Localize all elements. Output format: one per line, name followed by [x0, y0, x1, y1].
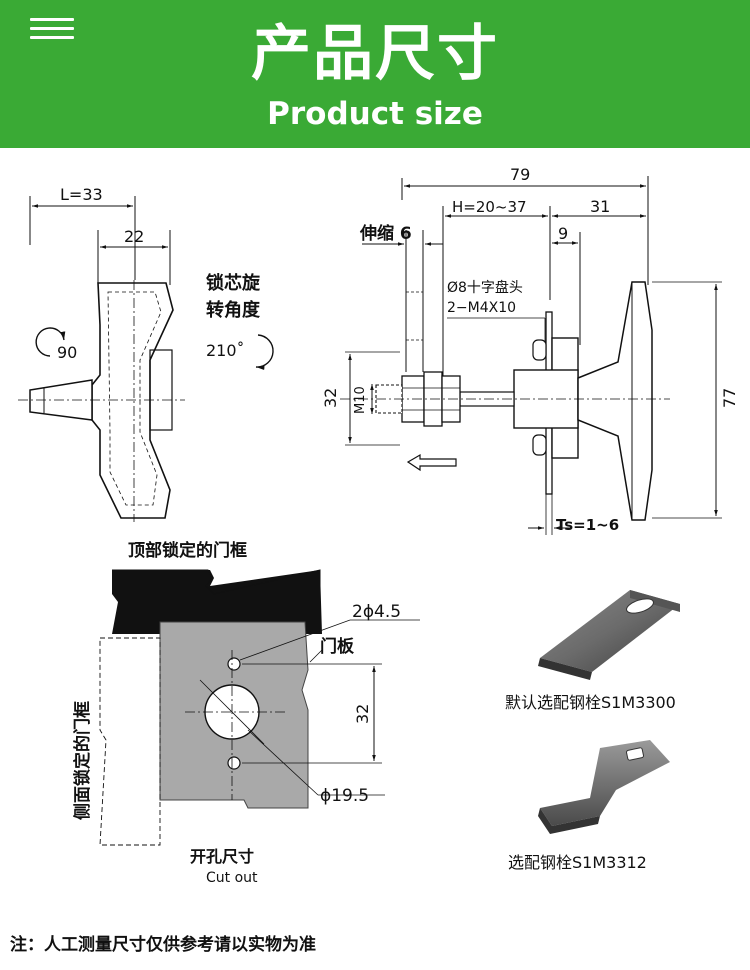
thread-label: M10 [353, 386, 368, 414]
cutout-caption-en: Cut out [206, 870, 258, 886]
hamburger-menu-icon[interactable] [30, 18, 74, 39]
dim-79-label: 79 [510, 165, 530, 184]
dim-32-side-label: 32 [321, 388, 340, 408]
diameter-label: ϕ19.5 [320, 786, 369, 806]
footer-note: 注：人工测量尺寸仅供参考请以实物为准 [10, 935, 316, 955]
dim-31-label: 31 [590, 197, 610, 216]
side-view: 79 H=20~37 31 伸缩 6 9 Ø8十字盘头 2−M4X10 [321, 165, 739, 535]
header-banner: 产品尺寸 Product size [0, 0, 750, 148]
door-panel-label: 门板 [320, 636, 355, 657]
page-subtitle: Product size [267, 96, 483, 132]
holes-label: 2ϕ4.5 [352, 602, 401, 622]
dim-H-label: H=20~37 [452, 198, 527, 216]
dim-L-label: L=33 [60, 185, 103, 204]
rotation-title-line2: 转角度 [206, 299, 261, 321]
cam-s1m3300-label: 默认选配钢栓S1M3300 [505, 693, 676, 712]
dim-9-label: 9 [558, 224, 568, 243]
cam-s1m3312-label: 选配钢栓S1M3312 [508, 853, 647, 872]
dim-22-label: 22 [124, 227, 144, 246]
accessories: 默认选配钢栓S1M3300 选配钢栓S1M3312 [505, 590, 680, 872]
front-view: L=33 22 90 锁芯旋 转角度 210˚ [18, 185, 274, 522]
cutout-view: 顶部锁定的门框 侧面锁定的门框 2ϕ4.5 门板 32 ϕ19.5 开孔 [72, 540, 420, 886]
cutout-caption-cn: 开孔尺寸 [190, 847, 254, 866]
dim-32-cut-label: 32 [353, 704, 372, 724]
side-frame-label: 侧面锁定的门框 [72, 701, 93, 820]
rotation-90-label: 90 [57, 343, 77, 362]
rotation-title-line1: 锁芯旋 [206, 272, 261, 294]
cam-s1m3300-image [538, 590, 680, 680]
dim-77-label: 77 [720, 388, 739, 408]
telescopic-label: 伸缩 6 [359, 223, 412, 244]
cam-s1m3312-image [538, 740, 670, 834]
ts-label: Ts=1~6 [556, 516, 619, 534]
screw-label-line2: 2−M4X10 [447, 300, 516, 316]
dimension-drawing: L=33 22 90 锁芯旋 转角度 210˚ 79 [18, 165, 739, 886]
page-title: 产品尺寸 [251, 19, 499, 89]
top-frame-label: 顶部锁定的门框 [128, 540, 247, 561]
rotation-210-label: 210˚ [206, 341, 245, 360]
screw-label-line1: Ø8十字盘头 [447, 279, 523, 296]
